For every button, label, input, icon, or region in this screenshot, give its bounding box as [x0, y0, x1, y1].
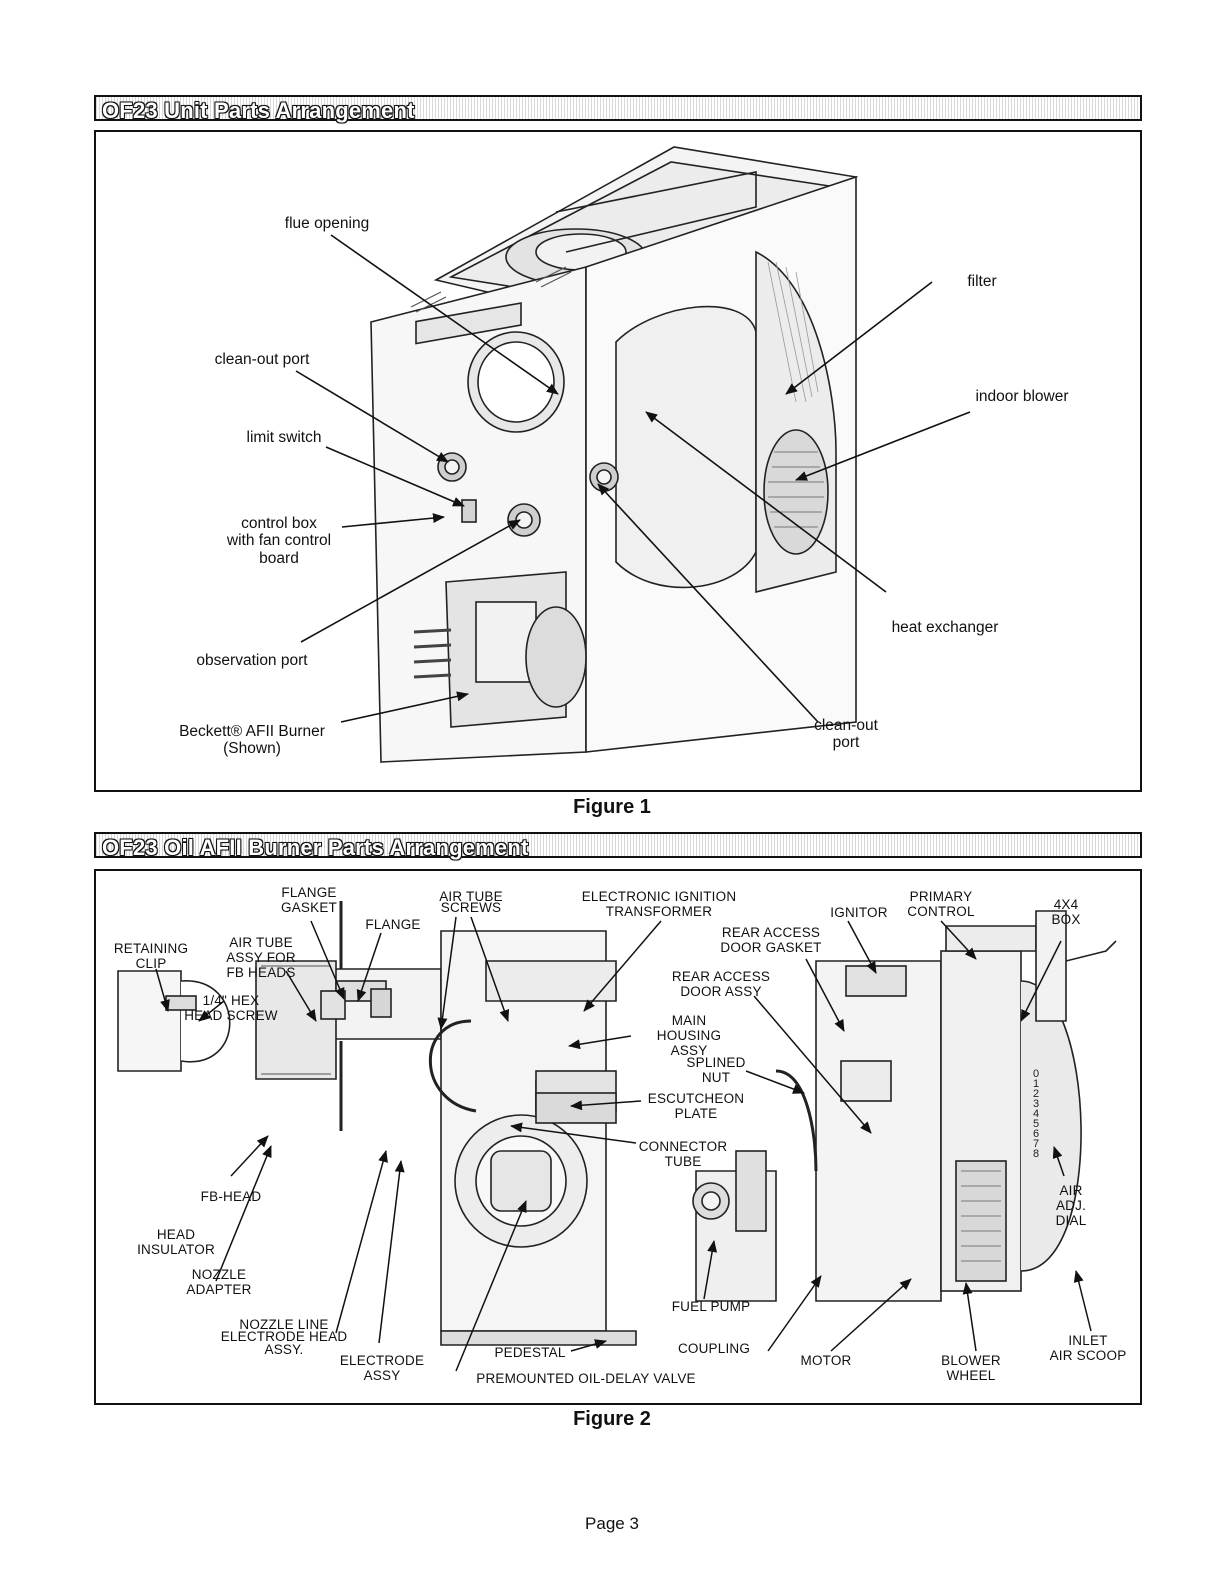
figure1-header: OF23 Unit Parts Arrangement: [94, 95, 1142, 123]
label-fb-head: FB-HEAD: [200, 1189, 262, 1204]
page-number: Page 3: [585, 1514, 639, 1533]
label-primary-control: PRIMARY CONTROL: [907, 889, 975, 920]
label-indoor-blower: indoor blower: [975, 388, 1069, 405]
label-clean-out-right: clean-out port: [814, 717, 878, 752]
dial-number: 7: [1033, 1138, 1039, 1150]
figure1-frame: flue opening clean-out port limit switch…: [94, 130, 1142, 792]
label-clean-out-port: clean-out port: [214, 351, 310, 368]
label-main-housing-assy: MAIN HOUSING ASSY: [656, 1013, 722, 1059]
label-flange: FLANGE: [365, 917, 421, 932]
figure2-frame: 0 1 2 3 4 5 6 7 8: [94, 869, 1142, 1405]
label-ignition-transformer: ELECTRONIC IGNITION TRANSFORMER: [581, 889, 737, 920]
figure2-header: OF23 Oil AFII Burner Parts Arrangement: [94, 832, 1142, 860]
figure1-caption: Figure 1: [573, 796, 651, 818]
dial-number: 3: [1033, 1098, 1039, 1110]
label-nozzle-line-electrode-head: NOZZLE LINE ELECTRODE HEAD ASSY.: [220, 1317, 348, 1358]
label-beckett-burner: Beckett® AFII Burner (Shown): [179, 723, 325, 758]
label-heat-exchanger: heat exchanger: [891, 619, 999, 636]
figure2-title: OF23 Oil AFII Burner Parts Arrangement: [102, 835, 529, 860]
dial-number: 5: [1033, 1118, 1039, 1130]
label-motor: MOTOR: [800, 1353, 852, 1368]
label-hex-head-screw: 1/4" HEX HEAD SCREW: [184, 993, 278, 1024]
dial-number: 2: [1033, 1088, 1039, 1100]
figure2-caption: Figure 2: [573, 1408, 651, 1430]
label-coupling: COUPLING: [677, 1341, 751, 1356]
label-flange-gasket: FLANGE GASKET: [281, 885, 337, 916]
dial-number: 6: [1033, 1128, 1039, 1140]
dial-number: 4: [1033, 1108, 1039, 1120]
label-electrode-assy: ELECTRODE ASSY: [339, 1353, 425, 1384]
burner-illustration: 0 1 2 3 4 5 6 7 8: [117, 901, 1117, 1372]
label-inlet-air-scoop: INLET AIR SCOOP: [1049, 1333, 1127, 1364]
label-flue-opening: flue opening: [284, 215, 370, 232]
label-premounted-valve: PREMOUNTED OIL-DELAY VALVE: [476, 1371, 696, 1386]
label-air-tube-screws: AIR TUBE SCREWS: [439, 889, 503, 916]
label-escutcheon-plate: ESCUTCHEON PLATE: [647, 1091, 745, 1122]
label-connector-tube: CONNECTOR TUBE: [638, 1139, 728, 1170]
label-pedestal: PEDESTAL: [494, 1345, 566, 1360]
dial-number: 0: [1033, 1068, 1039, 1080]
label-ignitor: IGNITOR: [830, 905, 888, 920]
label-air-tube-assy: AIR TUBE ASSY FOR FB HEADS: [226, 935, 296, 981]
label-rear-access-door-assy: REAR ACCESS DOOR ASSY: [671, 969, 771, 1000]
dial-number: 1: [1033, 1078, 1039, 1090]
label-filter: filter: [967, 273, 997, 290]
label-observation-port: observation port: [196, 652, 308, 669]
figure1-title: OF23 Unit Parts Arrangement: [102, 98, 415, 123]
label-retaining-clip: RETAINING CLIP: [113, 941, 189, 972]
dial-number: 8: [1033, 1148, 1039, 1160]
label-4x4-box: 4X4 BOX: [1051, 897, 1081, 928]
label-head-insulator: HEAD INSULATOR: [137, 1227, 215, 1258]
label-rear-access-door-gasket: REAR ACCESS DOOR GASKET: [720, 925, 822, 956]
label-fuel-pump: FUEL PUMP: [671, 1299, 751, 1314]
label-limit-switch: limit switch: [246, 429, 322, 446]
label-splined-nut: SPLINED NUT: [686, 1055, 746, 1086]
label-air-adj-dial: AIR ADJ. DIAL: [1055, 1183, 1087, 1229]
label-control-box: control box with fan control board: [226, 515, 332, 567]
label-nozzle-adapter: NOZZLE ADAPTER: [186, 1267, 252, 1298]
furnace-illustration: [295, 146, 971, 763]
label-blower-wheel: BLOWER WHEEL: [941, 1353, 1001, 1384]
